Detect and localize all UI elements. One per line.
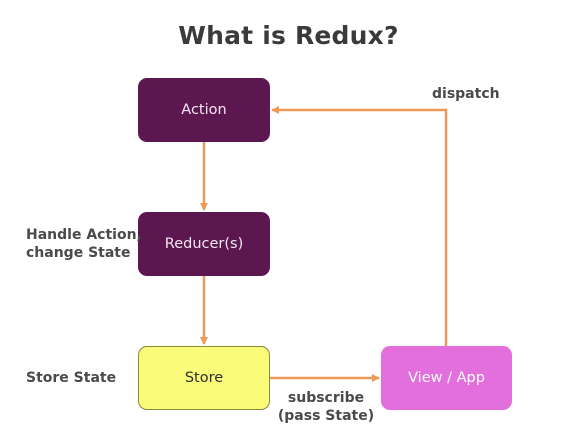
reducer-node-label: Reducer(s)	[164, 236, 244, 252]
subscribe-label: subscribe (pass State)	[271, 389, 381, 425]
view-app-node: View / App	[381, 346, 512, 410]
handle-action-label: Handle Action, change State	[26, 226, 142, 262]
subscribe-line-2: (pass State)	[277, 408, 375, 424]
handle-action-line-2: change State	[26, 245, 131, 261]
action-node-label: Action	[181, 102, 227, 118]
store-node: Store	[138, 346, 270, 410]
action-node: Action	[138, 78, 270, 142]
view-app-node-label: View / App	[408, 370, 485, 386]
store-state-label: Store State	[26, 370, 117, 386]
store-node-label: Store	[184, 370, 224, 386]
arrow-view-to-action	[271, 106, 448, 346]
diagram-title: What is Redux?	[178, 21, 399, 50]
subscribe-line-1: subscribe	[287, 390, 365, 406]
handle-action-line-1: Handle Action,	[26, 227, 142, 243]
reducer-node: Reducer(s)	[138, 212, 270, 276]
dispatch-label: dispatch	[432, 86, 500, 102]
